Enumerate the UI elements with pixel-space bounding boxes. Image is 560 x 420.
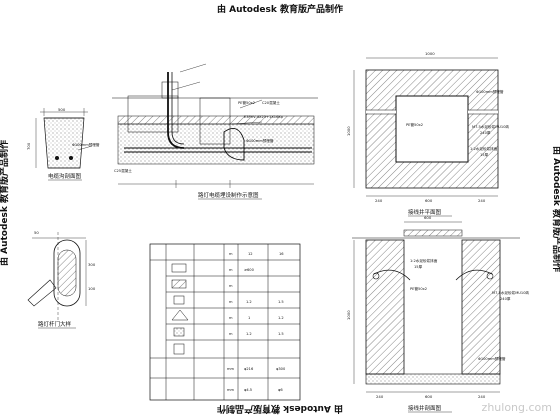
label-sec-pipe: Φ100mm预埋管 — [478, 356, 506, 361]
unit-2: m — [229, 284, 233, 288]
unit-0: m — [229, 252, 233, 256]
c16-0: 16 — [279, 252, 284, 256]
c12-6: φ216 — [244, 367, 254, 371]
dim-sec-left: 1000 — [346, 310, 351, 320]
c16-3: 1.5 — [278, 300, 284, 304]
label-plan-mortar: 1:2水泥砂浆抹面 — [470, 146, 498, 151]
c16-5: 1.5 — [278, 332, 284, 336]
label-plan-wall-thk: 240厚 — [480, 130, 491, 135]
inspection-well-plan: PE管50x2 Φ100mm预埋管 M7.5水泥砂浆MU10砖 240厚 1:2… — [346, 51, 509, 217]
label-plan-pipe: Φ100mm预埋管 — [476, 89, 504, 94]
dim-door-1: 300 — [88, 262, 96, 267]
c12-0: 12 — [248, 252, 253, 256]
dim-sec-top: 600 — [424, 215, 432, 220]
c16-7: φ6 — [278, 388, 283, 392]
unit-3: m — [229, 300, 233, 304]
label-pipe: Φ100mm预埋管 — [72, 142, 100, 147]
caption-inspection-section: 接线井剖面图 — [408, 404, 442, 412]
dim-plan-b3: 240 — [478, 198, 486, 203]
unit-4: m — [229, 316, 233, 320]
dim-500: 500 — [58, 107, 66, 112]
dim-sec-b1: 240 — [376, 394, 384, 399]
label-pvc: PE管50x2 — [238, 100, 255, 105]
dim-plan-left: 1000 — [346, 126, 351, 136]
caption-inspection-plan: 接线井平面图 — [408, 208, 442, 216]
c12-5: 1.2 — [246, 332, 252, 336]
label-c25: C25混凝土 — [114, 168, 132, 173]
label-sec-wall-thk: 240厚 — [500, 296, 511, 301]
dim-door-2: 100 — [88, 286, 96, 291]
label-sec-cover: 15厚 — [414, 264, 423, 269]
label-sec-pvc: PE管50x2 — [410, 286, 427, 291]
label-trench-pipe: Φ100mm预埋管 — [246, 138, 274, 143]
unit-6: mm — [227, 367, 235, 371]
dim-700: 700 — [26, 142, 31, 150]
lamp-trench-drawing: PE管50x2 C20混凝土 E3PVV-4X25+1X16Kp Φ100mm预… — [112, 63, 318, 200]
unit-1: m — [229, 268, 233, 272]
label-cable-spec: E3PVV-4X25+1X16Kp — [244, 115, 284, 119]
brand-watermark: zhulong.com — [481, 401, 552, 414]
label-plan-wall: M7.5水泥砂浆MU10砖 — [472, 124, 509, 129]
dim-plan-top: 1000 — [425, 51, 435, 56]
c12-7: φ4.5 — [244, 388, 252, 392]
label-plan-pvc: PE管50x2 — [406, 122, 423, 127]
watermark-top: 由 Autodesk 教育版产品制作 — [216, 5, 343, 15]
inspection-well-section: 1:2水泥砂浆抹面 15厚 PE管50x2 M7.5水泥砂浆MU10砖 240厚… — [346, 215, 529, 413]
dim-plan-b2: 600 — [425, 198, 433, 203]
caption-lamp-trench: 路灯电缆埋设制作示意图 — [198, 191, 259, 199]
cable-trench-section: 500 700 Φ100mm预埋管 电缆沟剖面图 — [26, 107, 100, 181]
caption-cable-trench: 电缆沟剖面图 — [48, 172, 82, 180]
lamp-door-detail: 300 100 50 路灯杆门大样 — [27, 230, 96, 329]
c12-3: 1.2 — [246, 300, 252, 304]
materials-table: m m m m m m mm mm 12 ≥600 1.2 1 1.2 φ216… — [149, 243, 301, 401]
dim-plan-b1: 240 — [375, 198, 383, 203]
caption-lamp-door: 路灯杆门大样 — [38, 320, 72, 328]
unit-7: mm — [227, 388, 235, 392]
dim-sec-b3: 240 — [478, 394, 486, 399]
c16-4: 1.2 — [278, 316, 284, 320]
label-sec-wall: M7.5水泥砂浆MU10砖 — [492, 290, 529, 295]
c12-4: 1 — [248, 316, 250, 320]
label-c20: C20混凝土 — [262, 100, 280, 105]
unit-5: m — [229, 332, 233, 336]
label-plan-cover: 15厚 — [480, 152, 489, 157]
c12-1: ≥600 — [244, 268, 255, 272]
label-sec-mortar: 1:2水泥砂浆抹面 — [410, 258, 438, 263]
dim-sec-b2: 600 — [425, 394, 433, 399]
dim-door-top: 50 — [34, 230, 39, 235]
c16-6: φ300 — [276, 367, 286, 371]
